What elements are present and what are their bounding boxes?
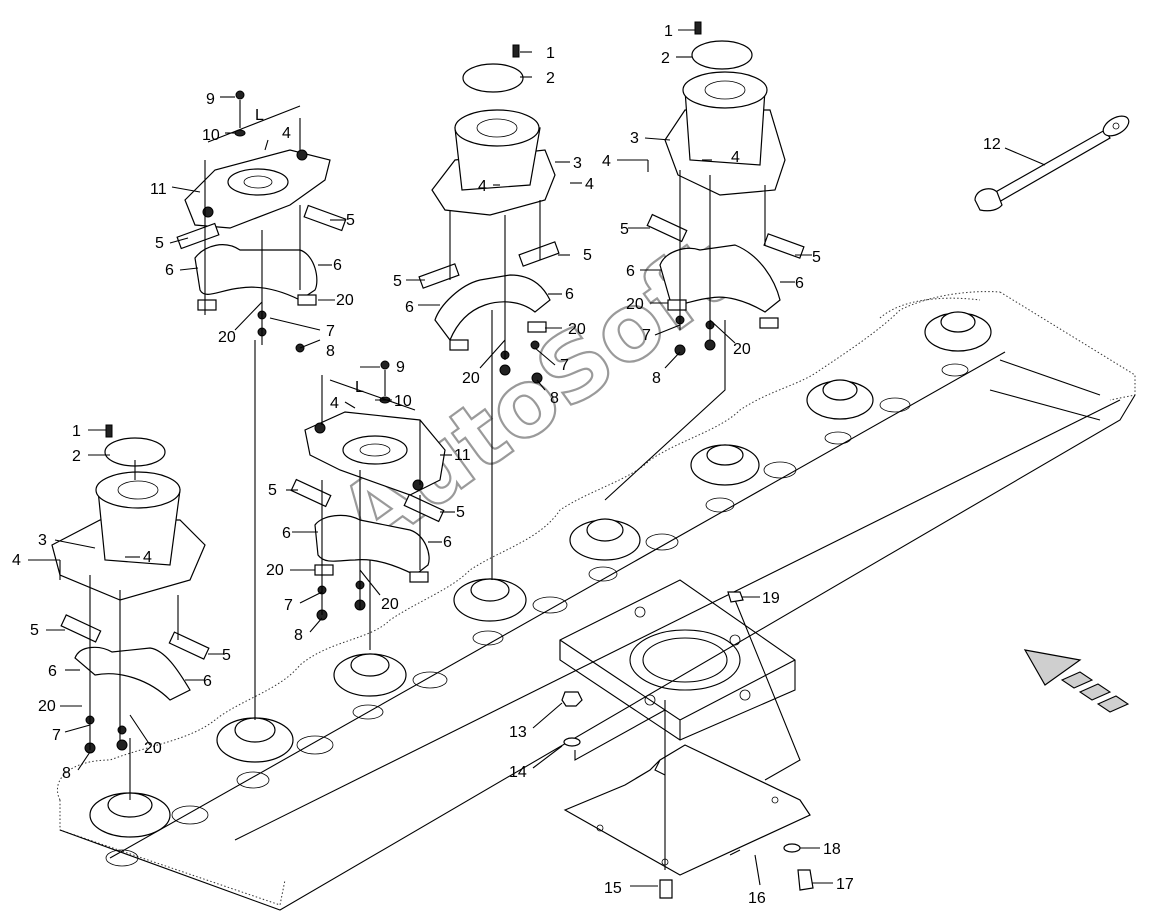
- callout-7a: 7: [52, 727, 61, 744]
- travel-direction-arrow-icon: [1023, 649, 1130, 713]
- gearbox-plate: [559, 579, 796, 741]
- callout-20e: 20: [266, 562, 284, 579]
- callout-2d: 2: [546, 70, 555, 87]
- callout-8e: 8: [652, 370, 661, 387]
- callout-20d: 20: [218, 329, 236, 346]
- dimension-l-b: L: [255, 107, 264, 124]
- callout-20c: 20: [336, 292, 354, 309]
- assembly-c-disc: L: [290, 360, 446, 650]
- callout-7d: 7: [560, 357, 569, 374]
- callout-4g: 4: [602, 153, 611, 170]
- hub-5: [569, 518, 679, 582]
- callout-4c: 4: [282, 125, 291, 142]
- callout-4b: 4: [143, 549, 152, 566]
- callout-8b: 8: [326, 343, 335, 360]
- callout-5d: 5: [346, 212, 355, 229]
- cutter-bar: [57, 291, 1136, 911]
- callout-1d: 1: [546, 45, 555, 62]
- wrench: [974, 115, 1130, 212]
- callout-20h: 20: [462, 370, 480, 387]
- assembly-d-leaders: [406, 51, 582, 391]
- assembly-e-leaders: [617, 29, 812, 369]
- hub-7: [806, 379, 911, 445]
- callout-5a: 5: [30, 622, 39, 639]
- callout-9b: 9: [206, 91, 215, 108]
- callout-11c: 11: [454, 447, 471, 464]
- callout-6c: 6: [165, 262, 174, 279]
- callout-20g: 20: [568, 321, 586, 338]
- callout-5i: 5: [620, 221, 629, 238]
- callout-7b: 7: [326, 323, 335, 340]
- callout-10c: 10: [394, 393, 412, 410]
- hub-8: [924, 311, 992, 377]
- fasteners: [561, 591, 814, 899]
- callout-8c: 8: [294, 627, 303, 644]
- callout-5c: 5: [155, 235, 164, 252]
- callout-5b: 5: [222, 647, 231, 664]
- hub-6: [690, 444, 797, 513]
- callout-20f: 20: [381, 596, 399, 613]
- callout-6d: 6: [333, 257, 342, 274]
- callout-16: 16: [748, 890, 766, 907]
- callout-8a: 8: [62, 765, 71, 782]
- callout-5h: 5: [583, 247, 592, 264]
- assembly-e-drum: [604, 21, 805, 501]
- callout-5f: 5: [456, 504, 465, 521]
- callout-6g: 6: [405, 299, 414, 316]
- callout-10b: 10: [202, 127, 220, 144]
- callout-12: 12: [983, 136, 1001, 153]
- callout-5e: 5: [268, 482, 277, 499]
- assembly-a-leaders: [28, 429, 225, 771]
- callout-8d: 8: [550, 390, 559, 407]
- callout-3a: 3: [38, 532, 47, 549]
- callout-9c: 9: [396, 359, 405, 376]
- callout-6i: 6: [626, 263, 635, 280]
- hub-4: [453, 578, 568, 646]
- callout-20j: 20: [733, 341, 751, 358]
- callout-4f: 4: [585, 176, 594, 193]
- callout-18: 18: [823, 841, 841, 858]
- callout-20i: 20: [626, 296, 644, 313]
- hub-1: [89, 792, 209, 867]
- callout-17: 17: [836, 876, 854, 893]
- dimension-l-c: L: [355, 379, 364, 396]
- hub-2: [216, 717, 334, 789]
- callout-6b: 6: [203, 673, 212, 690]
- hub-3: [333, 653, 448, 720]
- guard-plate: [563, 599, 811, 876]
- callout-20b: 20: [144, 740, 162, 757]
- callout-13: 13: [509, 724, 527, 741]
- callout-2a: 2: [72, 448, 81, 465]
- callout-7c: 7: [284, 597, 293, 614]
- callout-20a: 20: [38, 698, 56, 715]
- callout-2e: 2: [661, 50, 670, 67]
- callout-19: 19: [762, 590, 780, 607]
- callout-1e: 1: [664, 23, 673, 40]
- callout-7e: 7: [642, 327, 651, 344]
- callout-15: 15: [604, 880, 622, 897]
- callout-4d: 4: [330, 395, 339, 412]
- callout-6a: 6: [48, 663, 57, 680]
- callout-4h: 4: [731, 149, 740, 166]
- callout-6e: 6: [282, 525, 291, 542]
- callout-6j: 6: [795, 275, 804, 292]
- assembly-b-leaders: [169, 96, 345, 349]
- callout-11b: 11: [150, 181, 167, 198]
- callout-3d: 3: [573, 155, 582, 172]
- callout-5j: 5: [812, 249, 821, 266]
- assembly-a-drum: [51, 424, 210, 800]
- callout-3e: 3: [630, 130, 639, 147]
- callout-5g: 5: [393, 273, 402, 290]
- lower-leaders: [532, 596, 833, 887]
- callout-1a: 1: [72, 423, 81, 440]
- assembly-c-leaders: [286, 366, 455, 633]
- callout-6f: 6: [443, 534, 452, 551]
- callout-6h: 6: [565, 286, 574, 303]
- assembly-d-drum: [418, 44, 560, 580]
- callout-4e: 4: [478, 178, 487, 195]
- callout-4a: 4: [12, 552, 21, 569]
- callout-14: 14: [509, 764, 527, 781]
- assembly-b-disc: L: [176, 90, 347, 720]
